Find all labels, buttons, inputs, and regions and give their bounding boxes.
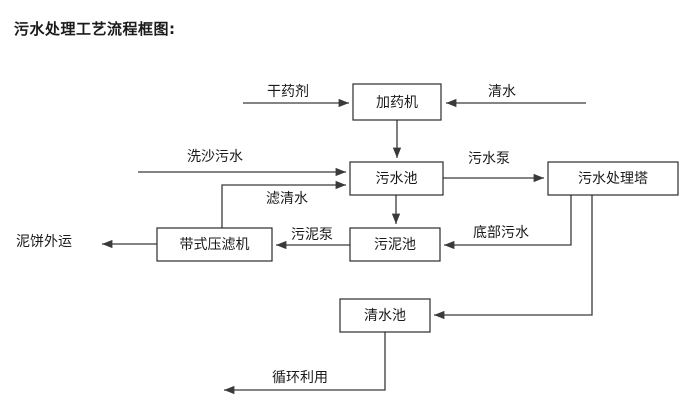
edge-label-recycle-reuse: 循环利用: [272, 370, 328, 386]
node-sewage-pool[interactable]: 污水池: [349, 161, 444, 196]
node-label-sludge-pool: 污泥池: [374, 237, 416, 253]
edge-treatment-tower-to-clean-water-pool: [434, 195, 593, 320]
node-clean-water-pool[interactable]: 清水池: [339, 298, 431, 333]
edge-label-sludge-pump: 污泥泵: [291, 227, 333, 243]
edge-label-bottom-sewage: 底部污水: [473, 225, 529, 241]
node-label-treatment-tower: 污水处理塔: [578, 171, 648, 187]
edge-label-filtered-water: 滤清水: [266, 191, 308, 207]
edge-treatment-tower-to-sludge-pool: [444, 195, 572, 250]
edge-label-dry-agent: 干药剂: [267, 84, 309, 100]
node-label-clean-water-pool: 清水池: [364, 308, 406, 324]
edge-label-sand-wash-sewage: 洗沙污水: [187, 149, 243, 165]
edge-label-clean-water-in: 清水: [488, 84, 516, 100]
terminal-label-mud-cake-out: 泥饼外运: [16, 234, 72, 250]
node-treatment-tower[interactable]: 污水处理塔: [547, 161, 679, 196]
node-belt-filter-press[interactable]: 带式压滤机: [156, 227, 273, 262]
node-label-sewage-pool: 污水池: [376, 171, 418, 187]
node-label-dosing-machine: 加药机: [376, 95, 418, 111]
node-sludge-pool[interactable]: 污泥池: [349, 227, 441, 262]
node-dosing-machine[interactable]: 加药机: [352, 83, 442, 121]
edge-label-sewage-pump: 污水泵: [468, 151, 510, 167]
edge-clean-water-pool-to-recycle: [224, 332, 386, 395]
node-label-belt-filter-press: 带式压滤机: [180, 237, 250, 253]
edge-filtered-water-to-sewage-pool: [221, 180, 346, 228]
page-title: 污水处理工艺流程框图:: [14, 20, 176, 38]
